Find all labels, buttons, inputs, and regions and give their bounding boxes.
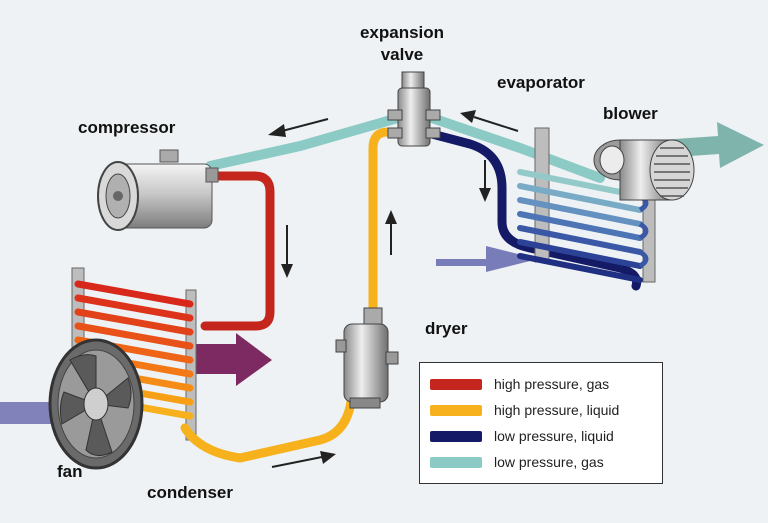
- expansion-valve-unit: [387, 71, 441, 147]
- legend-item-high-pressure-gas: high pressure, gas: [430, 375, 609, 393]
- pipe-high-pressure-liquid-condenser: [180, 387, 357, 463]
- legend-label: low pressure, gas: [494, 454, 604, 470]
- legend-item-low-pressure-liquid: low pressure, liquid: [430, 427, 614, 445]
- blower-unit: [593, 139, 695, 201]
- legend-swatch: [430, 378, 482, 390]
- pipe-low-pressure-liquid: [427, 129, 642, 291]
- legend-label: high pressure, gas: [494, 376, 610, 392]
- flow-arrow-to-compressor: [268, 118, 329, 137]
- airflow-evap-in-arrow: [436, 246, 538, 272]
- flow-arrow-up-dryer: [385, 210, 397, 255]
- pipe-high-pressure-liquid-dryer: [368, 127, 407, 323]
- flow-arrow-down-valve: [479, 160, 491, 202]
- pipe-high-pressure-gas: [200, 171, 275, 331]
- flow-arrow-from-evaporator: [460, 110, 519, 132]
- compressor-label: compressor: [78, 118, 176, 137]
- legend-item-high-pressure-liquid: high pressure, liquid: [430, 401, 619, 419]
- legend-swatch: [430, 404, 482, 416]
- pipe-low-pressure-gas-compressor: [205, 113, 403, 171]
- legend-item-low-pressure-gas: low pressure, gas: [430, 453, 604, 471]
- fan-unit: [48, 338, 144, 470]
- pipe-low-pressure-gas-evaporator: [427, 113, 605, 183]
- condenser-label: condenser: [147, 483, 233, 502]
- expansion-valve-label: expansion valve: [352, 22, 452, 66]
- airflow-cold-arrow: [660, 122, 764, 168]
- evaporator-coil: [517, 127, 656, 283]
- airflow-hot-arrow: [196, 333, 272, 386]
- blower-label: blower: [603, 104, 658, 123]
- dryer-label: dryer: [425, 319, 468, 338]
- flow-arrow-down-compressor: [281, 225, 293, 278]
- expansion-valve-label-line1: expansion: [359, 23, 445, 42]
- flow-arrow-to-dryer: [271, 451, 336, 468]
- expansion-valve-label-line2: valve: [380, 45, 424, 64]
- legend-label: high pressure, liquid: [494, 402, 620, 418]
- compressor-unit: [97, 149, 219, 231]
- legend-swatch: [430, 456, 482, 468]
- fan-label: fan: [57, 462, 83, 481]
- legend-swatch: [430, 430, 482, 442]
- legend-label: low pressure, liquid: [494, 428, 614, 444]
- evaporator-label: evaporator: [497, 73, 585, 92]
- legend: high pressure, gas high pressure, liquid…: [419, 362, 663, 484]
- dryer-unit: [335, 307, 399, 409]
